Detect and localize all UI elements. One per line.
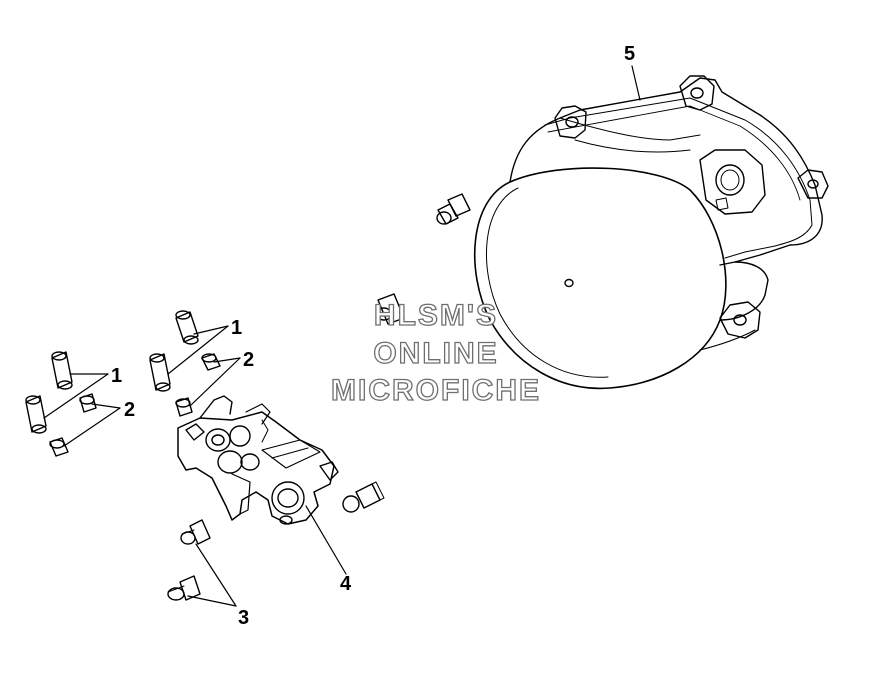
leader-lines [43,65,641,607]
callout-4: 4 [340,573,352,595]
grommets [25,310,199,434]
callout-1-top: 1 [231,317,243,339]
cover-bolt-lower [376,293,405,325]
throttle-body-assembly [177,395,339,525]
cover-bolt-upper [436,193,471,225]
callout-2-top: 2 [243,349,255,371]
callout-2-left: 2 [124,399,136,421]
throttle-bolt [342,481,385,513]
screws [167,519,211,601]
collars [49,353,221,457]
watermark-line-3: MICROFICHE [330,374,541,407]
cover-housing [473,75,829,390]
callout-1-left: 1 [111,365,123,387]
watermark-line-1: HLSM'S [373,299,499,332]
callout-3: 3 [238,607,250,629]
watermark-line-2: ONLINE [373,337,499,370]
callout-5: 5 [624,43,636,65]
